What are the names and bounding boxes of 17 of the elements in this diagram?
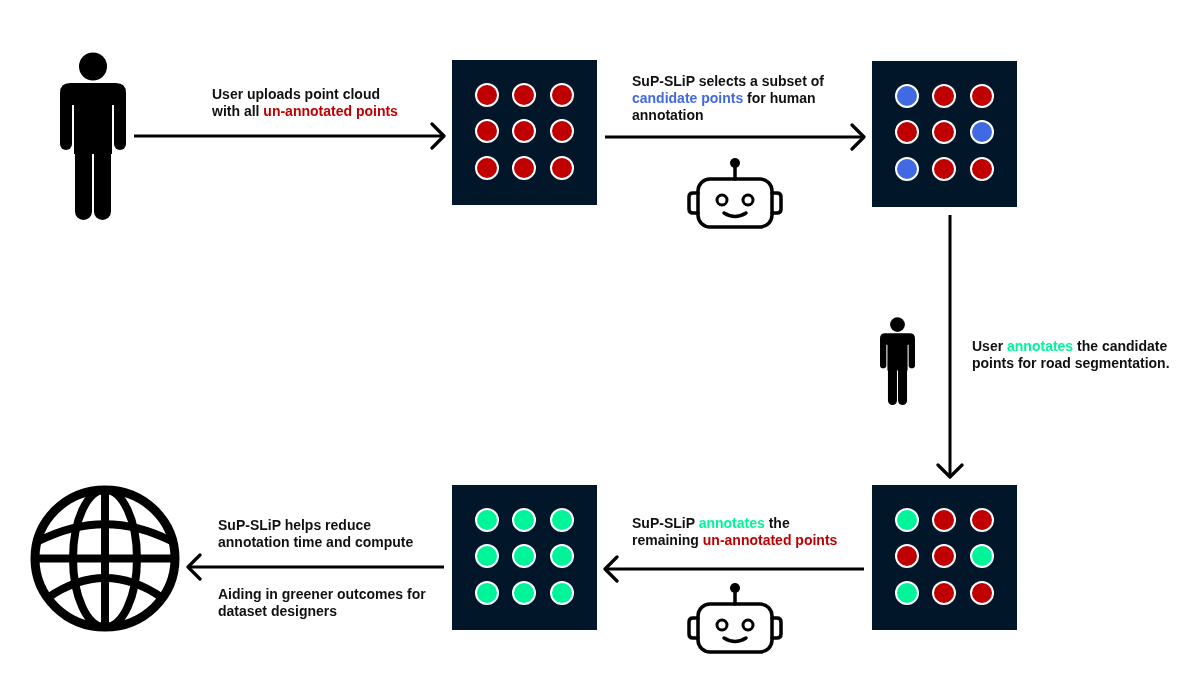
arrow xyxy=(605,123,866,151)
edge-label: SuP-SLiP annotates the remaining un-annotated points xyxy=(632,515,839,549)
edge-label: SuP-SLiP helps reduce annotation time and compute xyxy=(218,517,415,551)
point-cloud-panel xyxy=(452,60,597,205)
point-cloud-panel xyxy=(872,485,1017,630)
edge-label: User annotates the candidate points for road segmentation. xyxy=(972,338,1171,372)
arrow xyxy=(134,122,446,150)
arrow xyxy=(936,215,964,479)
arrow xyxy=(186,553,444,581)
edge-label: SuP-SLiP selects a subset of candidate points for human annotation xyxy=(632,73,825,124)
arrow xyxy=(603,555,864,583)
edge-note: Aiding in greener outcomes for dataset designers xyxy=(218,586,427,620)
person-icon xyxy=(60,52,126,220)
edge-label: User uploads point cloud with all un-annotated points xyxy=(212,86,399,120)
point-cloud-panel xyxy=(872,61,1017,207)
point-cloud-panel xyxy=(452,485,597,630)
globe-icon xyxy=(30,485,180,632)
